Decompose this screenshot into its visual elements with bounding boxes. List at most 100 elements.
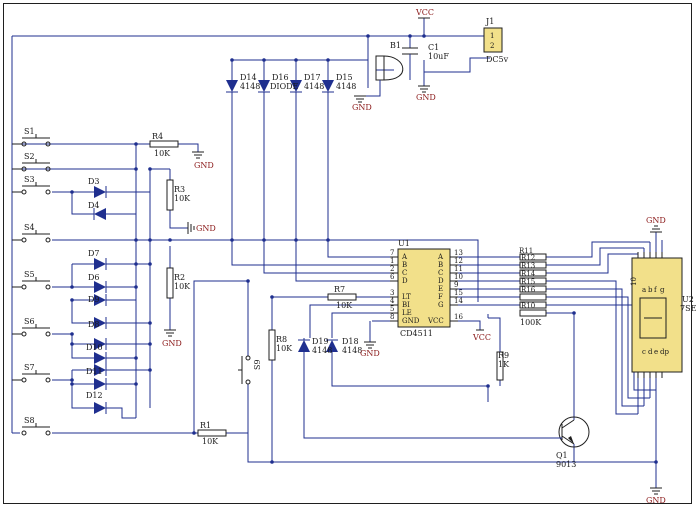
diode-value-d16: DIODE (270, 82, 299, 91)
ic-right-pin-name: F (438, 293, 443, 301)
diode-label-d4: D4 (88, 201, 100, 210)
ic-left-pin-num: 8 (390, 313, 394, 321)
diode-value-d15: 4148 (336, 82, 356, 91)
switch-label-s2: S2 (24, 152, 35, 161)
gnd-label-buzzer: GND (352, 103, 372, 112)
display-seg-label: b (648, 286, 653, 294)
diode-label-d19: D19 (312, 337, 329, 346)
resistor-val-r4: 10K (154, 149, 171, 158)
ic-right-pin-num: 11 (454, 265, 463, 273)
diode-label-d16: D16 (272, 73, 289, 82)
transistor-value: 9013 (556, 460, 576, 469)
diode-value-d18: 4148 (342, 346, 362, 355)
ic-right-pin-name: C (438, 269, 443, 277)
switch-s8 (21, 423, 51, 436)
capacitor-ref: C1 (428, 43, 439, 52)
switch-label-s6: S6 (24, 317, 35, 326)
ic-left-pin-num: 3 (390, 289, 394, 297)
ic-right-pin-num: 15 (454, 289, 463, 297)
ic-right-pin-num: 12 (454, 257, 463, 265)
resistor-ref-r10: R10 (521, 302, 535, 310)
resistor-network-value: 100K (520, 318, 542, 327)
ic-left-pin-name: GND (402, 317, 420, 325)
ic-right-pin-num: 14 (454, 297, 463, 305)
resistor-ref-r13: R13 (521, 262, 535, 270)
switch-label-s1: S1 (24, 127, 35, 136)
resistor-ref-r8: R8 (276, 335, 287, 344)
display-value: 7SEG (680, 304, 696, 313)
display-seg-label: c (642, 348, 646, 356)
display-seg-label: a (642, 286, 646, 294)
connector-pin1: 1 (490, 32, 494, 40)
ic-left-pin-num: 7 (390, 249, 394, 257)
switch-label-s4: S4 (24, 223, 35, 232)
diode-label-d14: D14 (240, 73, 257, 82)
resistor-val-r9: 1K (498, 360, 510, 369)
ic-left-pin-name: BI (402, 301, 410, 309)
switch-label-s8: S8 (24, 416, 35, 425)
resistor-ref-r9: R9 (498, 351, 509, 360)
ic-right-pin-name: G (438, 301, 444, 309)
gnd-label-display: GND (646, 216, 666, 225)
ic-right-pin-name: A (437, 253, 444, 261)
gnd-label-r3: GND (196, 224, 216, 233)
resistor-ref-r16: R16 (521, 286, 536, 294)
diode-label-d6: D6 (88, 273, 100, 282)
ic-right-pin-name: B (438, 261, 443, 269)
display-seg-label: d (648, 348, 653, 356)
resistor-symbols (149, 140, 547, 437)
switch-s7 (21, 370, 51, 383)
buzzer-symbol (360, 55, 404, 97)
ic-left-pin-name: B (402, 261, 407, 269)
switch-label-s7: S7 (24, 363, 35, 372)
resistor-ref-r3: R3 (174, 185, 185, 194)
display-seg-label: dp (660, 348, 669, 356)
ic-left-pin-num: 6 (390, 273, 395, 281)
resistor-ref-r14: R14 (521, 270, 536, 278)
display-seg-label: e (654, 348, 658, 356)
resistor-ref-r2: R2 (174, 273, 185, 282)
switch-s9 (238, 355, 251, 385)
ic-part: CD4511 (400, 329, 433, 338)
gnd-symbols (164, 85, 662, 495)
buzzer-label: B1 (390, 41, 401, 50)
diode-label-d12: D12 (86, 391, 103, 400)
ic-right-pin-num: 10 (454, 273, 463, 281)
left-diode-symbols (93, 186, 107, 414)
diode-value-d17: 4148 (304, 82, 324, 91)
diode-value-d14: 4148 (240, 82, 260, 91)
ic-right-pin-name: D (438, 277, 444, 285)
ic-ref: U1 (398, 239, 410, 248)
diode-label-d10: D10 (86, 343, 103, 352)
ic-u1-body (390, 248, 458, 328)
diode-value-d19: 4148 (312, 346, 332, 355)
gnd-label-ic: GND (360, 349, 380, 358)
diode-label-d3: D3 (88, 177, 100, 186)
connector-pin2: 2 (490, 42, 494, 50)
resistor-val-r7: 10K (336, 301, 353, 310)
display-seg-label: g (660, 286, 665, 294)
ic-left-pin-num: 5 (390, 305, 394, 313)
resistor-val-r2: 10K (174, 282, 191, 291)
vcc-label-ic: VCC (472, 333, 491, 342)
resistor-ref-r12: R12 (521, 254, 535, 262)
capacitor-value: 10uF (428, 52, 449, 61)
ic-right-pin-name: VCC (427, 317, 444, 325)
gnd-label-r2: GND (162, 339, 182, 348)
diode-label-d8: D8 (88, 320, 100, 329)
ic-left-pin-name: C (402, 269, 407, 277)
transistor-q1 (556, 416, 590, 448)
ic-left-pin-name: A (401, 253, 408, 261)
ic-pin-labels: 7 A 1 B 2 C 6 D 3 LT 4 BI 5 LE 8 GND 13 … (390, 249, 463, 325)
ic-left-pin-num: 2 (390, 265, 394, 273)
ic-right-pin-name: E (438, 285, 443, 293)
resistor-ref-r1: R1 (200, 421, 211, 430)
gnd-label-bottom: GND (646, 496, 666, 505)
switch-s1 (21, 134, 51, 147)
mid-diode-symbols (298, 338, 338, 352)
top-diode-symbols (226, 80, 334, 93)
resistor-val-r3: 10K (174, 194, 191, 203)
ic-left-pin-name: D (402, 277, 408, 285)
ic-left-pin-name: LT (402, 293, 411, 301)
